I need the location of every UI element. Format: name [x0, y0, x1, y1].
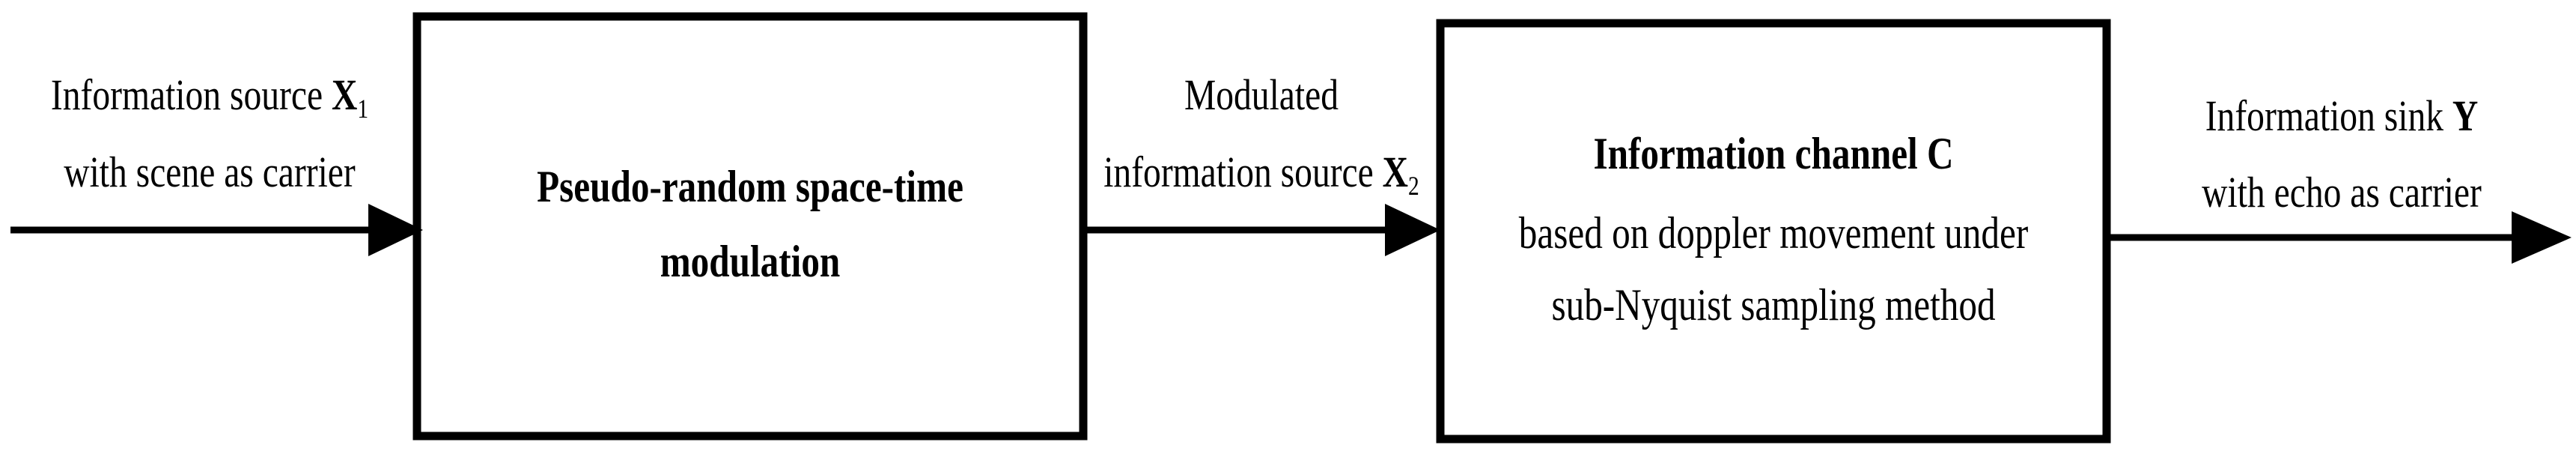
output-label-line1: Information sink Y	[2149, 90, 2533, 142]
output-label-line2: with echo as carrier	[2202, 168, 2482, 217]
input-label-line2: with scene as carrier	[64, 148, 356, 196]
input-subscript: 1	[357, 93, 369, 124]
modulation-block	[412, 12, 1088, 441]
middle-subscript: 2	[1408, 170, 1419, 201]
channel-block-line2: based on doppler movement under	[1518, 208, 2029, 258]
middle-symbol: X	[1382, 148, 1409, 196]
input-symbol: X	[331, 70, 358, 119]
input-arrowhead	[368, 204, 423, 256]
channel-block	[1436, 19, 2111, 444]
middle-arrowhead	[1385, 204, 1440, 256]
middle-label-line2: information source X2	[1099, 146, 1425, 212]
modulation-block-line2: modulation	[660, 237, 841, 286]
channel-block-title: Information channel C	[1593, 129, 1954, 178]
input-label-text: Information source	[50, 70, 332, 119]
channel-block-line3: sub-Nyquist sampling method	[1551, 280, 1996, 330]
output-arrowhead	[2512, 211, 2572, 264]
middle-label-line1: Modulated	[1184, 70, 1339, 119]
output-label-text: Information sink	[2205, 91, 2452, 140]
output-symbol: Y	[2452, 91, 2479, 140]
middle-label-text: information source	[1103, 148, 1383, 196]
modulation-block-line1: Pseudo-random space-time	[537, 162, 963, 211]
input-label-line1: Information source X1	[37, 69, 381, 135]
